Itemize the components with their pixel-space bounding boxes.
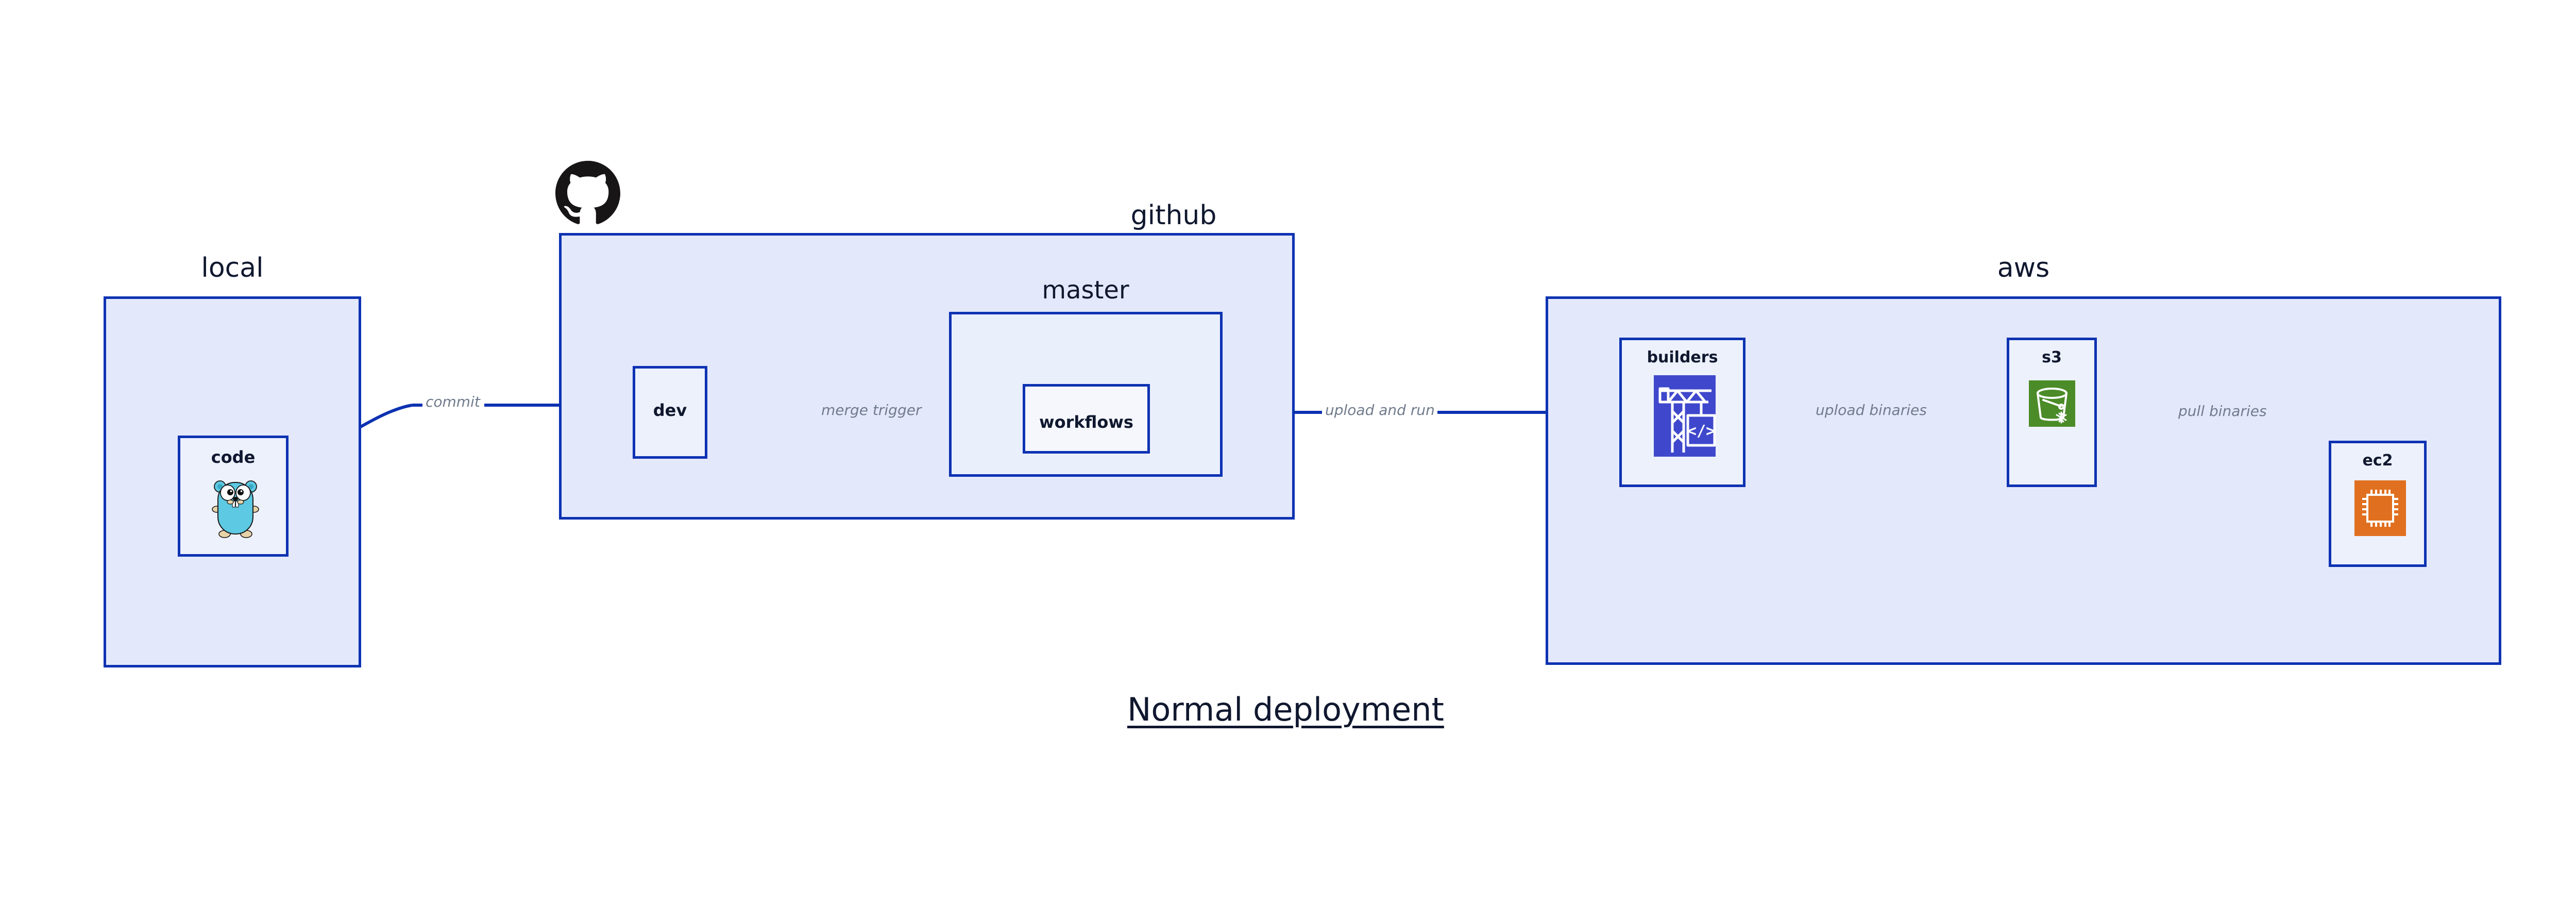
node-builders[interactable]: builders — [1619, 338, 1745, 487]
edge-label-commit: commit — [423, 395, 482, 409]
node-label-ec2: ec2 — [2362, 452, 2393, 470]
diagram-title: Normal deployment — [1127, 691, 1444, 728]
node-workflows[interactable]: workflows — [1023, 384, 1150, 454]
group-label-aws: aws — [1997, 253, 2050, 283]
node-label-code: code — [211, 447, 256, 467]
s3-bucket-icon — [2029, 380, 2075, 427]
edge-label-upload-binaries: upload binaries — [1814, 403, 1929, 417]
edge-label-merge-trigger: merge trigger — [819, 403, 924, 417]
subgroup-label-master: master — [1042, 276, 1129, 305]
edge-label-upload-and-run: upload and run — [1323, 403, 1437, 417]
node-code[interactable]: code — [178, 436, 289, 557]
crane-builder-icon: </> — [1654, 375, 1716, 457]
node-label-builders: builders — [1647, 348, 1718, 366]
group-label-local: local — [201, 253, 264, 283]
group-label-github: github — [1130, 200, 1217, 231]
node-ec2[interactable]: ec2 — [2329, 441, 2427, 567]
go-gopher-icon — [210, 475, 261, 540]
node-s3[interactable]: s3 — [2007, 338, 2097, 487]
node-label-workflows: workflows — [1039, 412, 1133, 432]
node-label-dev: dev — [653, 400, 687, 420]
ec2-cpu-chip-icon — [2354, 480, 2406, 536]
node-dev[interactable]: dev — [633, 366, 707, 459]
edge-label-pull-binaries: pull binaries — [2176, 404, 2269, 419]
node-label-s3: s3 — [2042, 348, 2062, 366]
svg-text:</>: </> — [1687, 422, 1715, 440]
github-octocat-icon — [555, 161, 620, 226]
